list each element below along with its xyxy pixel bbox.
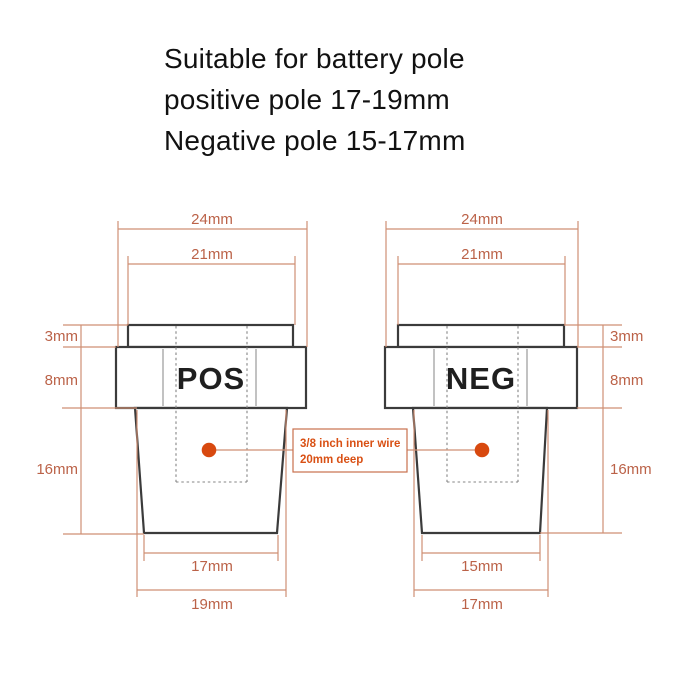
pos-taper-body — [133, 406, 289, 535]
neg-taper-height-label: 16mm — [610, 461, 652, 478]
neg-adapter-shape: NEG — [383, 323, 579, 535]
annotation-line-2: 20mm deep — [300, 454, 363, 466]
title-line-3: Negative pole 15-17mm — [164, 125, 466, 156]
neg-nut-height-label: 8mm — [610, 372, 643, 389]
wire-annotation: 3/8 inch inner wire 20mm deep — [201, 428, 490, 473]
pos-inner-width-label: 21mm — [191, 246, 233, 263]
pos-nut-body — [114, 345, 308, 410]
neg-inner-width-label: 21mm — [461, 246, 503, 263]
neg-taper-top-width-label: 17mm — [461, 596, 503, 613]
pos-taper-top-width-label: 19mm — [191, 596, 233, 613]
annotation-line-1: 3/8 inch inner wire — [300, 438, 400, 450]
neg-cap-height-label: 3mm — [610, 328, 643, 345]
pos-adapter-shape: POS — [114, 323, 308, 535]
pos-bottom-width-label: 17mm — [191, 558, 233, 575]
pos-cap — [126, 323, 295, 349]
pos-nut-height-label: 8mm — [45, 372, 78, 389]
neg-taper-body — [411, 406, 549, 535]
pos-outer-width-label: 24mm — [191, 211, 233, 228]
neg-cap — [396, 323, 566, 349]
pos-wire-dot — [201, 442, 217, 458]
title-line-1: Suitable for battery pole — [164, 43, 465, 74]
pos-dimensions: 24mm 21mm 3mm 8mm 16mm 17mm 19mm — [36, 211, 308, 613]
neg-dimensions: 24mm 21mm 3mm 8mm 16mm 15mm 17mm — [385, 211, 652, 613]
title-block: Suitable for battery pole positive pole … — [164, 38, 465, 161]
neg-outer-width-label: 24mm — [461, 211, 503, 228]
pos-taper-height-label: 16mm — [36, 461, 78, 478]
annotation-box — [292, 428, 408, 473]
pos-cap-height-label: 3mm — [45, 328, 78, 345]
neg-wire-dot — [474, 442, 490, 458]
neg-label: NEG — [446, 361, 516, 396]
neg-bottom-width-label: 15mm — [461, 558, 503, 575]
title-line-2: positive pole 17-19mm — [164, 84, 450, 115]
pos-label: POS — [177, 361, 245, 396]
